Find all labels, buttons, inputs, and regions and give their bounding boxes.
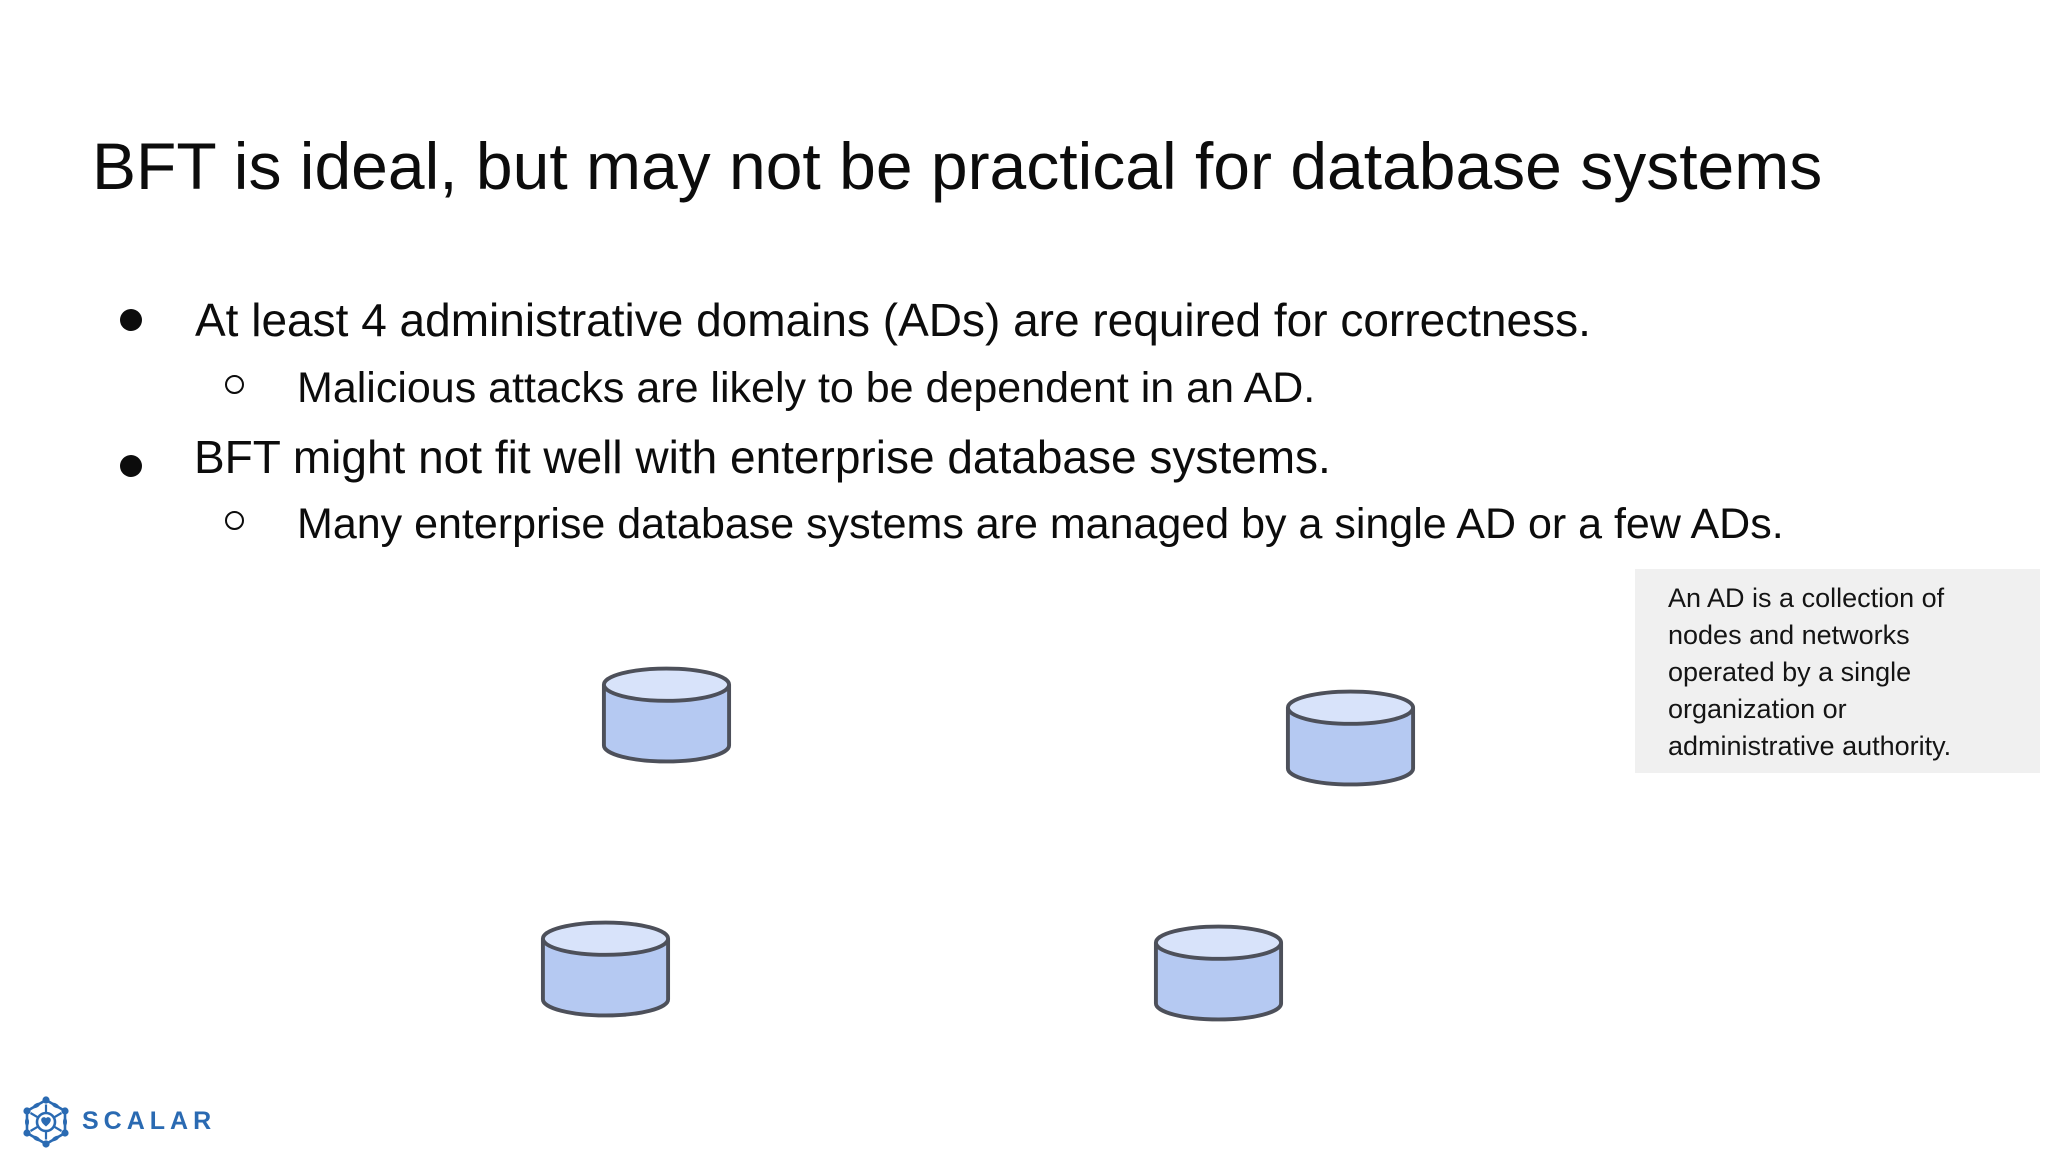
note-line: organization or [1668,694,1847,724]
bullet-circle-icon [225,511,244,530]
sub-bullet-item: Many enterprise database systems are man… [297,500,1784,548]
bullet-circle-icon [225,375,244,394]
note-line: An AD is a collection of [1668,583,1945,613]
database-cylinder-icon [1285,689,1416,787]
brand-name: SCALAR [82,1107,217,1135]
ad-definition-note: An AD is a collection of nodes and netwo… [1635,569,2040,773]
note-line: nodes and networks [1668,620,1910,650]
scalar-logo-icon [23,1096,69,1148]
database-cylinder-icon [540,920,671,1018]
bullet-item: BFT might not fit well with enterprise d… [194,431,1331,483]
bullet-dot-icon [120,455,142,477]
note-line: operated by a single [1668,657,1912,687]
page-title: BFT is ideal, but may not be practical f… [92,129,1823,203]
database-cylinder-icon [1153,924,1284,1022]
database-cylinder-icon [601,666,732,764]
sub-bullet-item: Malicious attacks are likely to be depen… [297,364,1316,412]
bullet-dot-icon [120,309,142,331]
bullet-item: At least 4 administrative domains (ADs) … [195,294,1591,346]
note-line: administrative authority. [1668,731,1952,761]
